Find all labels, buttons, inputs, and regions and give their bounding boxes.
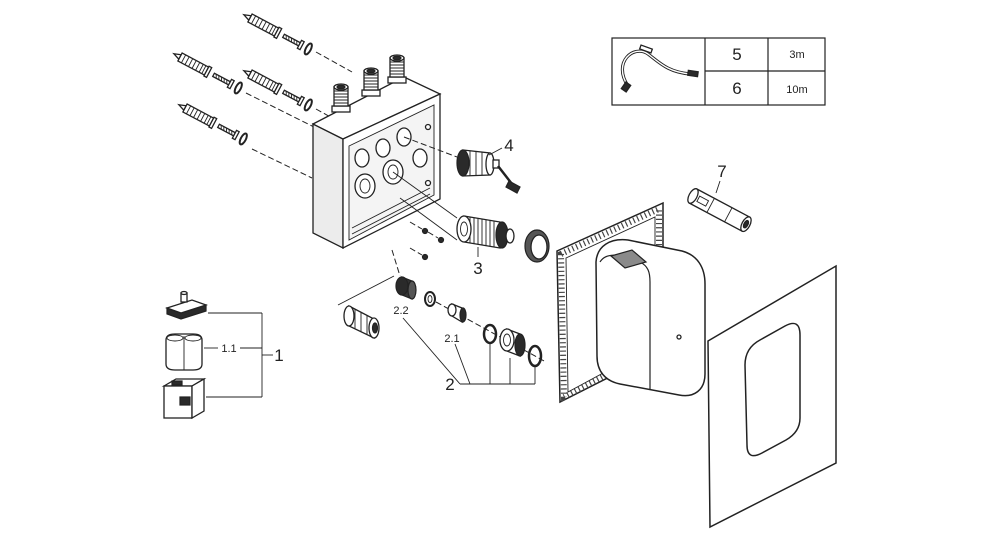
- legend-length-10m: 10m: [786, 84, 807, 96]
- cable-length-table: 5 3m 6 10m: [611, 37, 826, 106]
- inlet-connection-3: [387, 54, 407, 84]
- electronic-cartridge: [456, 149, 521, 194]
- callout-4: 4: [504, 136, 513, 155]
- callout-7-leader: [715, 180, 721, 194]
- knob-2-2: [395, 276, 417, 300]
- callout-1-1: 1.1: [221, 343, 236, 355]
- callout-1: 1: [274, 346, 283, 365]
- spindle: [343, 304, 380, 340]
- retaining-ring: [524, 229, 550, 263]
- washer: [424, 291, 436, 307]
- callout-7: 7: [717, 162, 726, 181]
- legend-number-5: 5: [732, 45, 741, 64]
- callout-2-2: 2.2: [393, 305, 408, 317]
- callout-4-leader: [488, 147, 503, 156]
- cartridge-leader-lines: [337, 136, 458, 306]
- fitting-2-1: [447, 303, 467, 324]
- o-ring-1: [482, 323, 498, 345]
- o-ring-2: [527, 344, 543, 368]
- installation-tool: [687, 188, 752, 233]
- callout-1-bracket: [204, 312, 273, 398]
- legend-number-6: 6: [732, 79, 741, 98]
- small-screws: [409, 221, 445, 261]
- inlet-connection-1: [331, 83, 351, 113]
- battery-housing: [161, 377, 207, 420]
- callout-3: 3: [473, 259, 482, 278]
- callout-2: 2: [445, 375, 454, 394]
- callout-2-1: 2.1: [444, 333, 459, 345]
- mounting-box: [311, 54, 442, 250]
- battery-contact-plate: [164, 290, 209, 320]
- wall-anchor-1: [240, 8, 315, 57]
- extension-cable-illustration: [620, 44, 699, 93]
- thermostatic-cartridge: [456, 215, 515, 249]
- check-valve-fitting: [499, 328, 526, 357]
- legend-length-3m: 3m: [789, 49, 804, 61]
- wall-anchor-2: [170, 47, 245, 96]
- plaster-guard: [595, 238, 706, 397]
- callout-2-bracket: [402, 317, 536, 385]
- wall-anchor-4: [175, 98, 250, 147]
- wall-anchor-3: [240, 64, 315, 113]
- cover-plate: [707, 264, 837, 529]
- anchor-leader-lines: [245, 51, 353, 179]
- inlet-connection-2: [361, 67, 381, 97]
- battery-pack: [165, 333, 203, 371]
